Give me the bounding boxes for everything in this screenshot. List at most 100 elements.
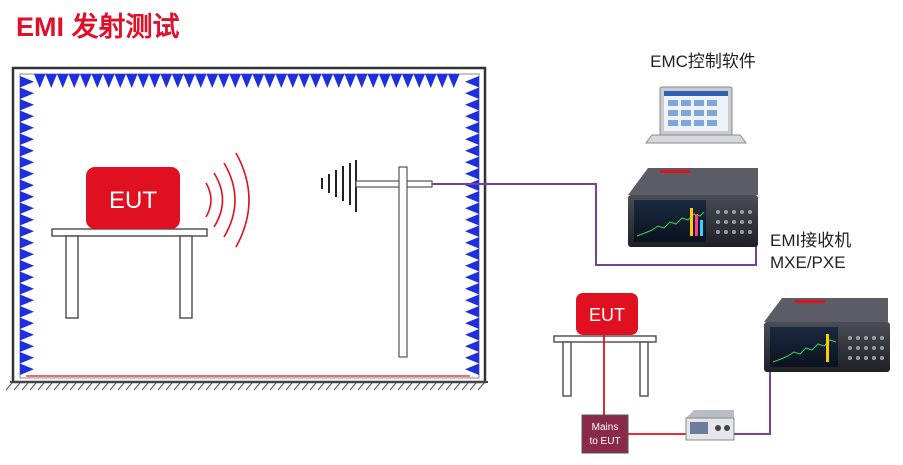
absorber-cone [310,74,322,88]
absorber-cone [465,110,479,122]
absorber-cone [465,352,479,364]
absorber-cone [20,156,34,168]
hatch-line [149,382,157,391]
hatch-line [245,382,253,391]
absorber-cone [465,260,479,272]
absorber-cone [20,317,34,329]
hatch-line [333,382,341,391]
absorber-cone [356,74,368,88]
limiter-device-icon [685,410,735,441]
hatch-line [381,382,389,391]
hatch-line [205,382,213,391]
hatch-line [157,382,165,391]
absorber-cone [20,248,34,260]
hatch-line [277,382,285,391]
absorber-cone [425,74,437,88]
emi-receiver-icon [628,168,758,247]
lisn-label-line1: Mains [592,422,619,433]
absorber-cone [206,74,218,88]
emi-receiver-2-icon [764,298,890,372]
hatch-line [421,382,429,391]
absorber-cone [20,202,34,214]
hatch-line [5,382,13,391]
absorber-cone [20,329,34,341]
hatch-line [413,382,421,391]
absorber-cone [413,74,425,88]
absorber-cone [20,363,34,375]
absorber-cone [321,74,333,88]
hatch-line [357,382,365,391]
absorber-cone [20,283,34,295]
absorber-cone [172,74,184,88]
hatch-line [197,382,205,391]
hatch-line [325,382,333,391]
receiver-label-line1: EMI接收机 [770,231,851,250]
absorber-cone [465,317,479,329]
laptop-icon [645,86,747,144]
absorber-cone [45,74,57,88]
absorber-cone [264,74,276,88]
absorber-cone [465,168,479,180]
absorber-cone [229,74,241,88]
hatch-line [117,382,125,391]
ground-hatch [5,382,485,391]
hatch-line [293,382,301,391]
hatch-line [77,382,85,391]
absorber-cone [195,74,207,88]
eut-conducted-label: EUT [589,305,625,325]
absorber-cone [390,74,402,88]
absorber-cone [20,214,34,226]
absorber-cone [379,74,391,88]
absorber-cone [241,74,253,88]
absorber-cone [68,74,80,88]
absorber-cone [465,179,479,191]
absorber-cone [80,74,92,88]
absorber-cone [103,74,115,88]
eut-chamber: EUT [86,167,180,229]
absorber-cone [465,122,479,134]
hatch-line [141,382,149,391]
absorber-cone [20,133,34,145]
software-label: EMC控制软件 [650,52,756,71]
antenna-mast [398,166,408,358]
hatch-line [269,382,277,391]
antenna [321,160,433,358]
hatch-line [85,382,93,391]
hatch-line [221,382,229,391]
absorber-cone [287,74,299,88]
hatch-line [301,382,309,391]
absorber-cone [465,271,479,283]
hatch-line [317,382,325,391]
absorber-cone [448,74,460,88]
hatch-line [93,382,101,391]
absorber-cone [436,74,448,88]
absorber-cone [333,74,345,88]
hatch-line [349,382,357,391]
hatch-line [37,382,45,391]
chamber-table [51,228,208,319]
absorber-cone [465,306,479,318]
lisn-label-line2: to EUT [589,436,620,447]
absorber-cone [465,87,479,99]
conducted-table [553,335,657,397]
absorber-cone [298,74,310,88]
hatch-line [373,382,381,391]
absorber-cone [137,74,149,88]
absorber-cone [160,74,172,88]
absorber-cone [465,191,479,203]
hatch-line [461,382,469,391]
absorber-cone [20,260,34,272]
absorber-cone [20,306,34,318]
absorber-cone [20,340,34,352]
hatch-line [45,382,53,391]
hatch-line [229,382,237,391]
absorber-cone [149,74,161,88]
hatch-line [21,382,29,391]
absorber-cone [20,225,34,237]
absorber-cone [218,74,230,88]
absorber-cone [465,283,479,295]
hatch-line [133,382,141,391]
eut-conducted: EUT [576,293,638,335]
hatch-line [437,382,445,391]
